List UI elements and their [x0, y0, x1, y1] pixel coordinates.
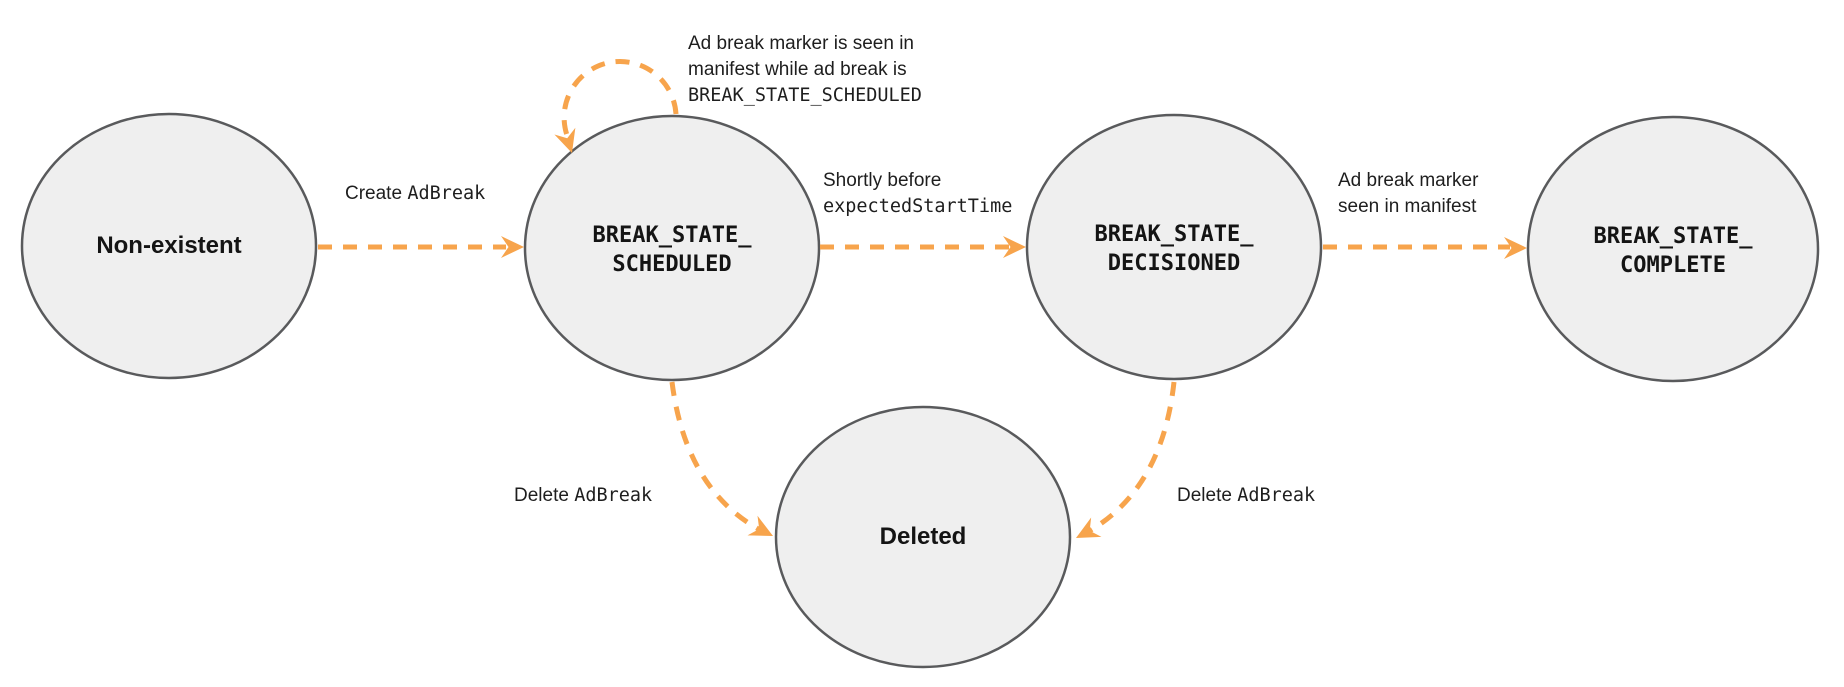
transition-label-text: seen in manifest — [1338, 196, 1477, 217]
state-node-break-state-complete — [1526, 115, 1820, 383]
transition-label-code: AdBreak — [407, 183, 486, 204]
state-label-non-existent: Non-existent — [96, 232, 242, 259]
state-node-break-state-decisioned — [1025, 113, 1323, 381]
transition-label-text: Create — [345, 183, 408, 204]
transition-label-to-decisioned: Shortly before expectedStartTime — [823, 168, 1012, 220]
transition-label-code: BREAK_STATE_SCHEDULED — [688, 85, 922, 106]
state-label-line: SCHEDULED — [612, 252, 732, 277]
arrowhead-self-loop-icon — [554, 127, 576, 153]
transition-label-text: Delete — [1177, 485, 1238, 506]
state-label-break-state-complete: BREAK_STATE_ COMPLETE — [1528, 222, 1818, 280]
transition-label-delete-from-scheduled: Delete AdBreak — [514, 483, 652, 509]
arrowhead-to-decisioned-icon — [1003, 236, 1026, 258]
transition-label-text: Shortly before — [823, 170, 942, 191]
arrowhead-delete-from-decisioned-icon — [1076, 517, 1102, 538]
transition-arrow-self-loop — [561, 58, 679, 139]
state-node-deleted — [774, 405, 1072, 669]
transition-label-text: Ad break marker — [1338, 170, 1479, 191]
transition-label-text: Delete — [514, 485, 575, 506]
state-label-line: COMPLETE — [1620, 253, 1726, 278]
transition-label-to-complete: Ad break marker seen in manifest — [1338, 168, 1478, 220]
transition-arrow-delete-from-scheduled — [669, 381, 766, 535]
transition-label-self-loop: Ad break marker is seen in manifest whil… — [688, 31, 922, 109]
state-label-line: BREAK_STATE_ — [1593, 224, 1753, 249]
transition-label-create: Create AdBreak — [345, 181, 485, 207]
state-label-line: DECISIONED — [1107, 251, 1241, 276]
transition-label-text: Ad break marker is seen in — [688, 33, 914, 54]
state-label-line: BREAK_STATE_ — [1094, 222, 1254, 247]
state-label-line: BREAK_STATE_ — [592, 223, 752, 248]
state-label-deleted: Deleted — [879, 523, 967, 550]
transition-label-code: AdBreak — [574, 485, 653, 506]
state-label-break-state-decisioned: BREAK_STATE_ DECISIONED — [1027, 220, 1321, 278]
arrowhead-create-icon — [501, 236, 524, 258]
state-node-break-state-scheduled — [523, 114, 821, 382]
transition-label-code: AdBreak — [1237, 485, 1316, 506]
transition-label-text: manifest while ad break is — [688, 59, 907, 80]
transition-label-code: expectedStartTime — [823, 196, 1013, 217]
arrowhead-delete-from-scheduled-icon — [747, 515, 773, 536]
state-node-non-existent — [20, 112, 318, 380]
transition-arrow-delete-from-decisioned — [1082, 381, 1177, 537]
transition-label-delete-from-decisioned: Delete AdBreak — [1177, 483, 1315, 509]
state-label-break-state-scheduled: BREAK_STATE_ SCHEDULED — [525, 221, 819, 279]
arrowhead-to-complete-icon — [1504, 237, 1527, 259]
